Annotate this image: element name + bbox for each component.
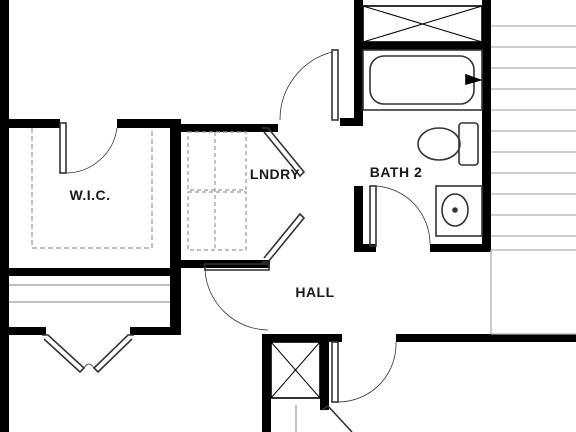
sink-vanity bbox=[435, 185, 483, 237]
laundry-bifold-door bbox=[262, 127, 306, 263]
wall-lower-top-left bbox=[262, 334, 342, 342]
wall-bath-bottom-left bbox=[354, 244, 376, 252]
laundry-hall-door bbox=[204, 263, 270, 331]
room-label-bath: BATH 2 bbox=[370, 164, 423, 180]
wall-left-exterior bbox=[0, 0, 9, 432]
stairs bbox=[490, 25, 576, 335]
wall-bath-stub bbox=[340, 118, 363, 126]
wall-laundry-top bbox=[170, 124, 278, 132]
wall-bath-bottom-right bbox=[430, 244, 490, 252]
room-label-laundry: LNDRY bbox=[250, 166, 300, 182]
room-label-hall: HALL bbox=[295, 284, 334, 300]
closet-bifold-door bbox=[42, 334, 134, 374]
bathtub bbox=[362, 49, 483, 111]
closet-shelf bbox=[9, 284, 170, 303]
wic-shelving bbox=[31, 128, 153, 249]
bedroom-door-upper bbox=[279, 49, 339, 121]
lower-bedroom-door bbox=[331, 341, 397, 403]
wall-bath-left-upper bbox=[354, 0, 363, 125]
wall-wic-bottom bbox=[0, 268, 181, 276]
wall-lower-top-right bbox=[396, 334, 576, 342]
wall-wic-top-left bbox=[0, 119, 60, 128]
wall-wic-right bbox=[170, 119, 181, 334]
linen-closet-bottom bbox=[270, 341, 321, 399]
laundry-appliances bbox=[187, 131, 247, 251]
wall-closet-bottom-right bbox=[130, 327, 181, 335]
toilet bbox=[417, 122, 479, 166]
wall-wic-top-right bbox=[117, 119, 181, 128]
wall-linen-bottom bbox=[354, 42, 490, 50]
lower-closet-door bbox=[295, 404, 353, 432]
bath-door bbox=[369, 185, 431, 247]
room-label-wic: W.I.C. bbox=[69, 187, 110, 203]
wall-closet-bottom-left bbox=[0, 327, 46, 335]
wall-bath-right bbox=[482, 0, 491, 252]
wall-lower-left bbox=[262, 334, 271, 432]
wic-door bbox=[59, 122, 118, 174]
linen-closet-top bbox=[362, 5, 483, 43]
wall-bath-left-lower bbox=[354, 186, 363, 252]
wall-lower-closet-right bbox=[320, 334, 329, 410]
